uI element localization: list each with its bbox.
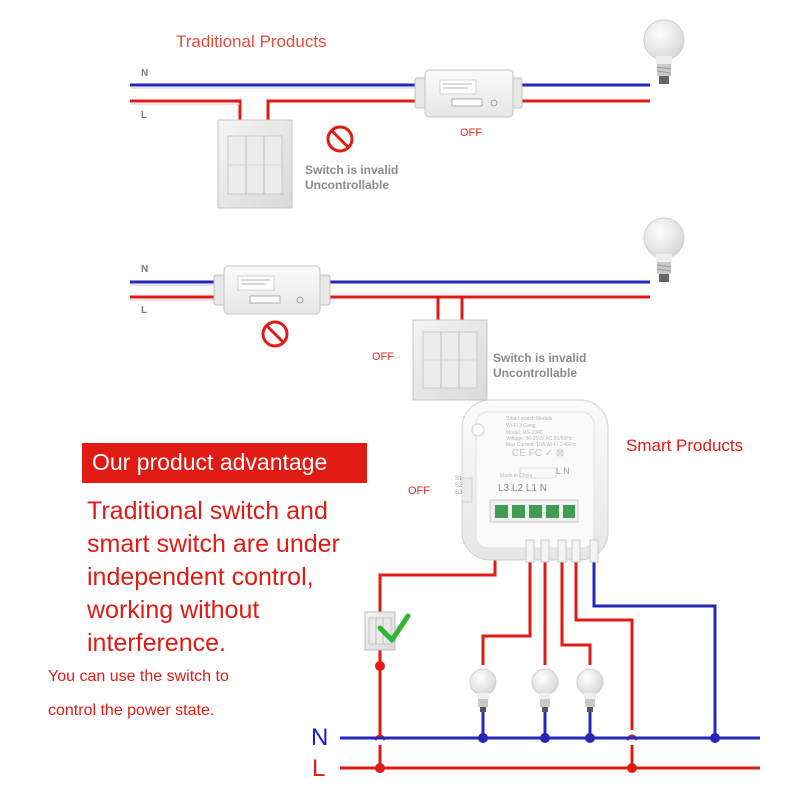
module-top-terminal-labels: L N xyxy=(556,466,570,476)
bulb-3 xyxy=(576,668,604,712)
traditional-products-title: Traditional Products xyxy=(176,32,327,51)
middle-wifi-module xyxy=(213,265,331,315)
module-label-5: Max Current: 10A Wi-Fi 2.4GHz xyxy=(506,442,577,448)
module-label-2: Wi-Fi 3 Gang xyxy=(506,423,536,429)
middle-scenario xyxy=(130,217,685,401)
middle-switch-note-1: Switch is invalid xyxy=(493,351,587,365)
top-switch-note-1: Switch is invalid xyxy=(305,163,399,177)
smart-off-label: OFF xyxy=(408,485,430,497)
middle-switch-off-label: OFF xyxy=(372,351,394,363)
l3-output-wire xyxy=(481,560,532,665)
module-side-labels: S1 S2 S3 xyxy=(455,476,463,496)
advantage-line-1: Traditional switch and xyxy=(87,497,328,525)
top-prohibited-icon xyxy=(326,125,354,153)
module-made-in: Made in China xyxy=(500,473,533,479)
top-wall-switch xyxy=(217,119,293,209)
check-icon xyxy=(377,613,411,643)
smart-switch-module: CE FC ✓ ⊠ xyxy=(461,399,609,563)
module-label-3: Model: MS-104C xyxy=(506,430,544,436)
top-l-label: L xyxy=(141,110,148,121)
top-scenario xyxy=(130,19,685,209)
module-neutral-input-wire xyxy=(592,560,717,738)
module-label-4: Voltage: 90-250V AC 50/60Hz xyxy=(506,436,573,442)
module-terminal-labels: L3 L2 L1 N xyxy=(498,483,547,494)
svg-text:CE FC ✓ ⊠: CE FC ✓ ⊠ xyxy=(512,448,564,459)
l1-output-wire xyxy=(560,560,592,665)
bottom-n-label: N xyxy=(311,724,329,751)
switch-feed-wire xyxy=(378,560,497,612)
advantage-line-3: independent control, xyxy=(87,563,314,591)
middle-live-wire xyxy=(130,295,650,322)
advantage-banner: Our product advantage xyxy=(82,443,367,483)
middle-prohibited-icon xyxy=(261,320,289,348)
smart-scenario: CE FC ✓ ⊠ xyxy=(340,399,760,773)
advantage-line-2: smart switch are under xyxy=(87,530,340,558)
middle-wall-switch xyxy=(412,319,488,401)
top-light-bulb xyxy=(643,19,685,84)
advantage-line-4: working without xyxy=(87,596,260,624)
middle-switch-note-2: Uncontrollable xyxy=(493,366,578,380)
top-n-label: N xyxy=(141,68,149,79)
middle-light-bulb xyxy=(643,217,685,282)
advantage-small-2: control the power state. xyxy=(48,702,215,719)
top-wifi-module xyxy=(414,69,523,118)
advantage-line-5: interference. xyxy=(87,629,226,657)
middle-n-label: N xyxy=(141,264,149,275)
top-module-off-label: OFF xyxy=(460,127,482,139)
module-label-1: Smart switch Module xyxy=(506,416,553,422)
advantage-small-1: You can use the switch to xyxy=(48,668,229,685)
middle-l-label: L xyxy=(141,305,148,316)
top-live-wire xyxy=(130,99,650,122)
bulb-1 xyxy=(469,668,497,712)
bottom-l-label: L xyxy=(312,755,326,782)
top-switch-note-2: Uncontrollable xyxy=(305,178,390,192)
smart-products-title: Smart Products xyxy=(626,436,744,455)
bulb-2 xyxy=(531,668,559,712)
